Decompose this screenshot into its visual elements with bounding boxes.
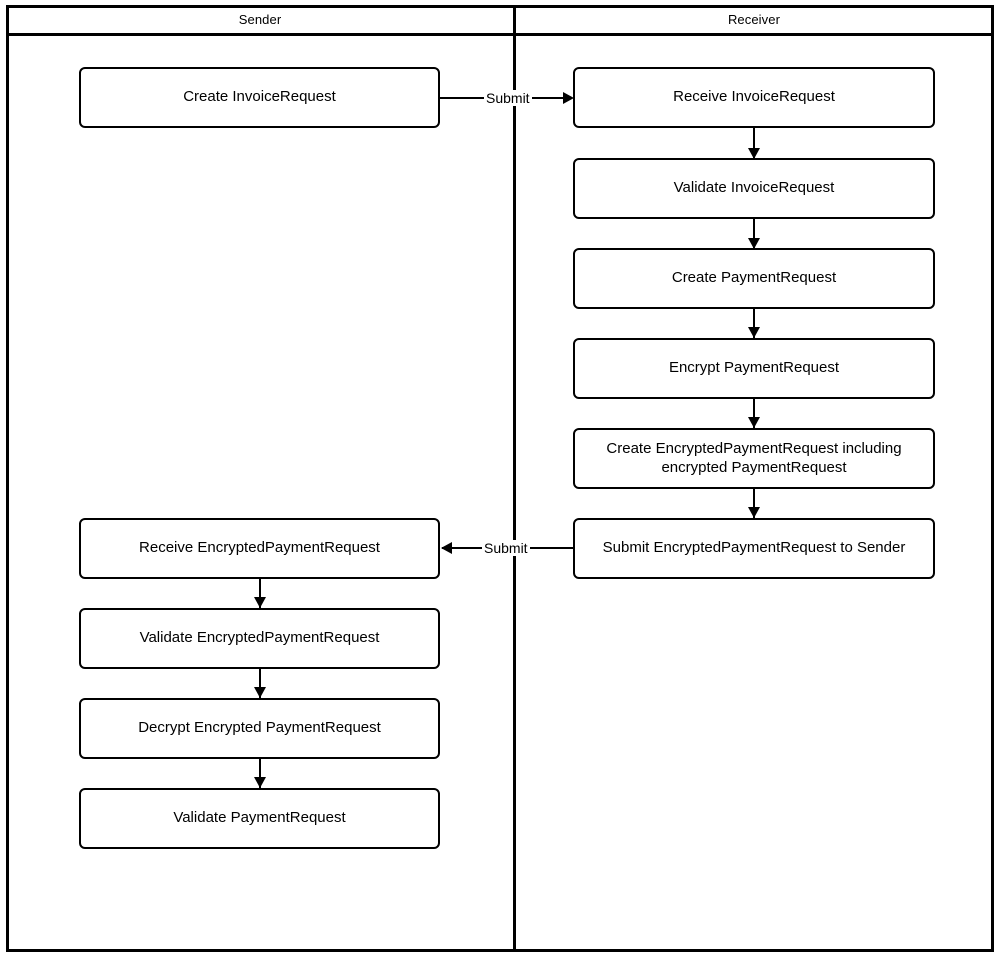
arrowhead-n1-n2: [563, 92, 574, 104]
node-validate-paymentrequest[interactable]: Validate PaymentRequest: [79, 788, 440, 849]
connector-n3-n4: [753, 218, 755, 249]
arrowhead-n7-n8: [441, 542, 452, 554]
arrowhead-n6-n7: [748, 507, 760, 518]
arrowhead-n2-n3: [748, 148, 760, 159]
edge-label-submit-2: Submit: [482, 540, 530, 556]
arrowhead-n9-n10: [254, 687, 266, 698]
connector-n5-n6: [753, 398, 755, 428]
arrowhead-n5-n6: [748, 417, 760, 428]
node-validate-invoicerequest[interactable]: Validate InvoiceRequest: [573, 158, 935, 219]
lane-divider: [513, 5, 516, 952]
node-receive-invoicerequest[interactable]: Receive InvoiceRequest: [573, 67, 935, 128]
node-decrypt-encrypted-paymentrequest[interactable]: Decrypt Encrypted PaymentRequest: [79, 698, 440, 759]
connector-n6-n7: [753, 488, 755, 518]
connector-n4-n5: [753, 309, 755, 338]
connector-n10-n11: [259, 758, 261, 788]
edge-label-submit-1: Submit: [484, 90, 532, 106]
node-create-invoicerequest[interactable]: Create InvoiceRequest: [79, 67, 440, 128]
node-receive-encryptedpaymentrequest[interactable]: Receive EncryptedPaymentRequest: [79, 518, 440, 579]
arrowhead-n4-n5: [748, 327, 760, 338]
connector-n8-n9: [259, 578, 261, 608]
connector-n9-n10: [259, 668, 261, 698]
arrowhead-n10-n11: [254, 777, 266, 788]
node-create-encryptedpaymentrequest[interactable]: Create EncryptedPaymentRequest including…: [573, 428, 935, 489]
connector-n2-n3: [753, 127, 755, 159]
lane-header-receiver: Receiver: [727, 11, 781, 27]
node-create-paymentrequest[interactable]: Create PaymentRequest: [573, 248, 935, 309]
arrowhead-n8-n9: [254, 597, 266, 608]
arrowhead-n3-n4: [748, 238, 760, 249]
node-validate-encryptedpaymentrequest[interactable]: Validate EncryptedPaymentRequest: [79, 608, 440, 669]
node-encrypt-paymentrequest[interactable]: Encrypt PaymentRequest: [573, 338, 935, 399]
lane-header-sender: Sender: [238, 11, 282, 27]
lane-header-band: Sender Receiver: [6, 5, 994, 36]
node-submit-encryptedpaymentrequest[interactable]: Submit EncryptedPaymentRequest to Sender: [573, 518, 935, 579]
